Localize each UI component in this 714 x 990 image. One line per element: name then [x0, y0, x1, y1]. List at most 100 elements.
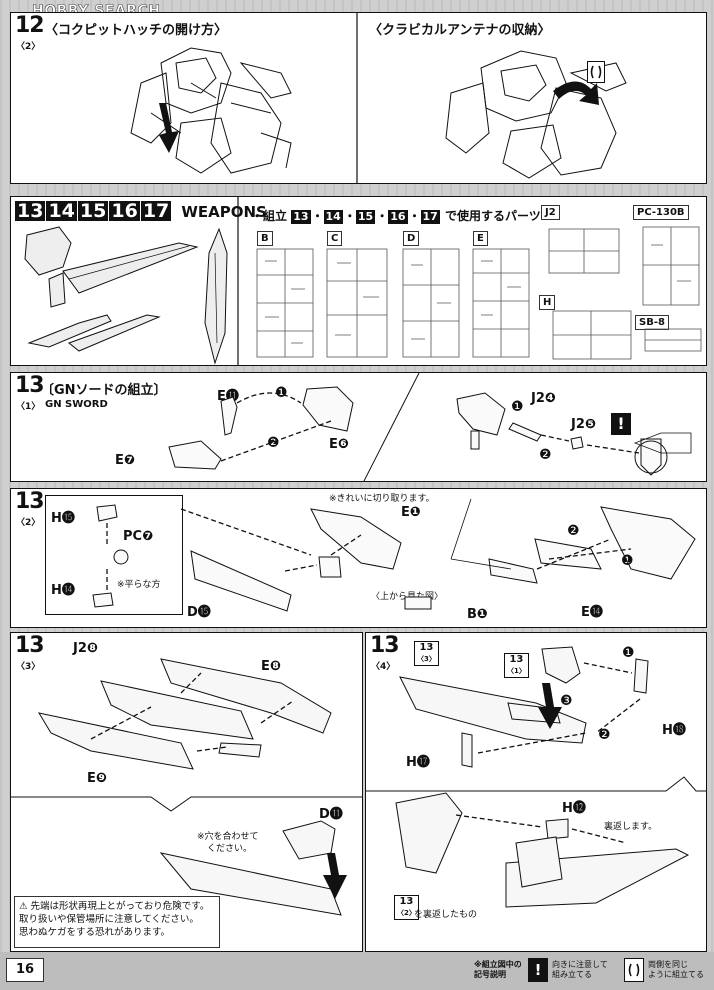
arrow-step-1b: ❶ [511, 399, 524, 415]
step13-1-illustration [168, 386, 692, 476]
runner-sprues [256, 226, 702, 360]
warning-line-2: 取り扱いや保管場所に注意してください。 [19, 914, 199, 925]
step12-panel: 12 〈2〉 〈コクピットハッチの開け方〉 〈クラビカルアンテナの収納〉 [10, 12, 707, 184]
arrow-13-4-1: ❶ [622, 645, 635, 661]
gundam-head-illustration [130, 47, 292, 174]
page-number: 16 [6, 958, 44, 982]
parts-num-16: 16 [388, 210, 408, 224]
weapons-step-16: 16 [109, 200, 140, 222]
note-reversed: を裏返したもの [414, 910, 478, 920]
part-h17: H⓱ [406, 755, 430, 770]
step13-2-number: 13 [15, 489, 45, 514]
parts-num-15: 15 [355, 210, 376, 224]
parts-num-14: 14 [323, 210, 343, 224]
ref-13-2-num: 13 [399, 896, 414, 907]
part-d15: D⓯ [187, 605, 211, 620]
note-hole-1: ※穴を合わせて [197, 832, 259, 842]
warning-line-3: 思わぬケガをする恐れがあります。 [19, 927, 171, 938]
step13-1-sub: 〈1〉 [16, 402, 41, 412]
step13-4-panel: 13 〈4〉 13〈3〉 13〈1〉 H⓲ H⓱ H⓬ ❶ ❷ ❸ 裏返します。… [365, 632, 707, 952]
ref-13-1-sub: 〈1〉 [507, 667, 526, 675]
runner-pc130b: PC-130B [633, 205, 689, 220]
step13-2-sub: 〈2〉 [16, 518, 41, 528]
part-j2-8: J2❽ [73, 641, 98, 656]
runner-d: D [403, 231, 420, 246]
legend-title: ※組立図中の 記号説明 [474, 960, 522, 980]
part-j2-5: J2❺ [571, 417, 596, 432]
legend-title-2: 記号説明 [474, 970, 506, 979]
divider-line [356, 13, 358, 183]
ref-13-1-num: 13 [509, 654, 524, 665]
legend-both-sides-icon [624, 958, 644, 982]
step12-number: 12 [15, 13, 45, 38]
footer-bar [0, 952, 714, 990]
note-flat: ※平らな方 [117, 580, 161, 590]
part-e8: E❽ [261, 659, 281, 674]
legend-title-1: ※組立図中の [474, 960, 522, 969]
step12-title-right: 〈クラビカルアンテナの収納〉 [369, 23, 551, 38]
runner-c: C [327, 231, 343, 246]
step13-3-number: 13 [15, 633, 45, 658]
part-e14: E⓮ [581, 605, 603, 620]
weapons-label: WEAPONS [181, 203, 267, 221]
step13-4-illustration [395, 646, 690, 908]
arrow-13-4-2: ❷ [598, 727, 611, 743]
step13-4-number: 13 [370, 633, 400, 658]
runner-sb8: SB-8 [635, 315, 669, 330]
runner-j2: J2 [541, 205, 560, 220]
legend-a-1: 向きに注意して [552, 960, 608, 969]
legend-direction: 向きに注意して 組み立てる [552, 960, 608, 980]
pc-inset-box [45, 495, 183, 615]
parts-intro-text: ・組立 [251, 209, 288, 223]
step13-3-divider [11, 796, 362, 812]
legend-caution-icon: ! [528, 958, 548, 982]
part-e7: E❼ [115, 453, 135, 468]
parts-intro: ・組立 13・14・15・16・17 で使用するパーツ [251, 209, 541, 224]
part-e6: E❻ [329, 437, 349, 452]
note-hole-2: ください。 [207, 844, 253, 854]
weapons-divider [237, 197, 239, 365]
part-h12: H⓬ [562, 801, 586, 816]
parts-num-13: 13 [291, 210, 311, 224]
warning-line-1: ⚠ 先端は形状再現上とがっており危険です。 [19, 901, 210, 912]
part-pc7: PC❼ [123, 529, 154, 544]
ref-13-1: 13〈1〉 [504, 653, 529, 678]
step13-1-number: 13 [15, 373, 45, 398]
part-e1: E❶ [401, 505, 421, 520]
arrow-13-4-3: ❸ [560, 693, 573, 709]
note-flip: 裏返します。 [604, 822, 658, 832]
step13-2-panel: 13 〈2〉 H⓯ PC❼ H⓮ ※平らな方 D⓯ E❶ ※きれいに切り取ります… [10, 488, 707, 628]
ref-13-3-num: 13 [419, 642, 434, 653]
legend-icon-both-sides [587, 61, 605, 83]
step13-1-title: 〔GNソードの組立〕 [41, 383, 167, 398]
part-h18: H⓲ [662, 723, 686, 738]
part-h14: H⓮ [51, 583, 75, 598]
legend-b-1: 両側を同じ [648, 960, 688, 969]
caution-icon: ! [611, 413, 631, 435]
part-d11: D⓫ [319, 807, 343, 822]
parts-num-17: 17 [420, 210, 440, 224]
part-j2-4: J2❹ [531, 391, 556, 406]
step13-3-illustration [37, 658, 347, 916]
arrow-step-2b: ❷ [539, 447, 552, 463]
note-cut: ※きれいに切り取ります。 [329, 494, 435, 504]
weapons-step-13: 13 [15, 200, 46, 222]
step13-1-subtitle: GN SWORD [45, 399, 108, 410]
ref-13-2-sub: 〈2〉 [397, 909, 416, 917]
legend-b-2: ように組立てる [648, 970, 704, 979]
part-e9: E❾ [87, 771, 107, 786]
ref-13-3: 13〈3〉 [414, 641, 439, 666]
step13-4-divider [366, 776, 706, 792]
arrow-step-1: ❶ [275, 385, 288, 401]
step13-1-panel: 13 〈1〉 〔GNソードの組立〕 GN SWORD E⓫ E❻ E❼ J2❹ … [10, 372, 707, 482]
arrow-step-2: ❷ [267, 435, 280, 451]
step13-3-sub: 〈3〉 [16, 662, 41, 672]
ref-13-3-sub: 〈3〉 [417, 655, 436, 663]
legend-a-2: 組み立てる [552, 970, 592, 979]
part-h15: H⓯ [51, 511, 75, 526]
legend-both-sides: 両側を同じ ように組立てる [648, 960, 704, 980]
step12-title-left: 〈コクピットハッチの開け方〉 [45, 23, 228, 38]
